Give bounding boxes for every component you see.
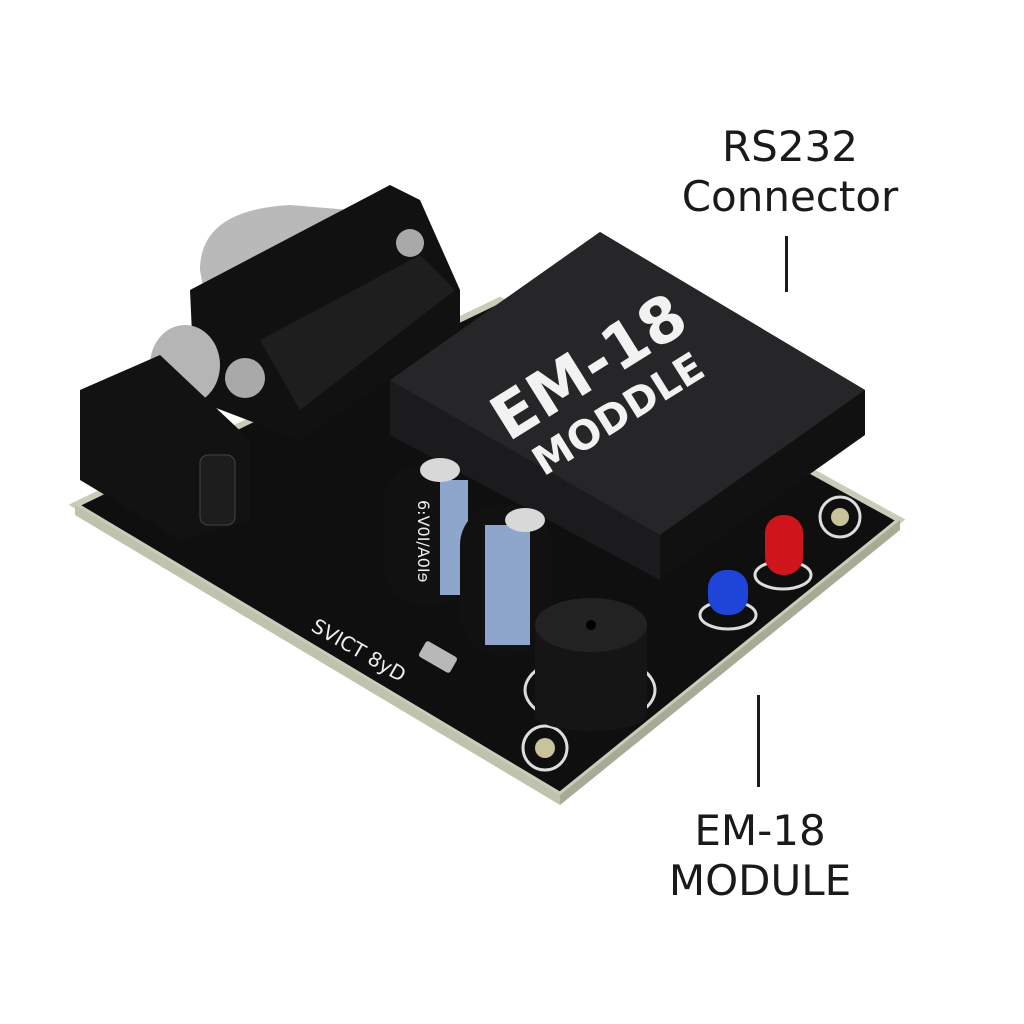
dc-power-jack (80, 325, 250, 540)
mounting-hole (818, 495, 862, 539)
label-line: Connector (681, 172, 899, 221)
label-line: MODULE (668, 856, 852, 905)
rs232-db9-connector (190, 185, 460, 440)
electrolytic-capacitor (460, 505, 552, 655)
mounting-hole (521, 724, 569, 772)
led-blue (698, 570, 758, 631)
em18-module: EM-18 MODDLE (390, 232, 865, 580)
leader-line (785, 236, 788, 292)
electrolytic-capacitor: 6։V0I/A0Iɘ (383, 458, 473, 605)
capacitor-text: 6։V0I/A0Iɘ (414, 500, 433, 583)
buzzer (523, 598, 657, 731)
pcb-edge (75, 505, 560, 805)
em18-module-label: EM-18 MODULE (640, 806, 880, 906)
smd-component (419, 641, 457, 673)
leader-line (757, 695, 760, 787)
label-line: EM-18 (694, 806, 826, 855)
led-red (753, 515, 813, 591)
label-line: RS232 (721, 122, 858, 171)
rs232-connector-label: RS232 Connector (660, 122, 920, 222)
